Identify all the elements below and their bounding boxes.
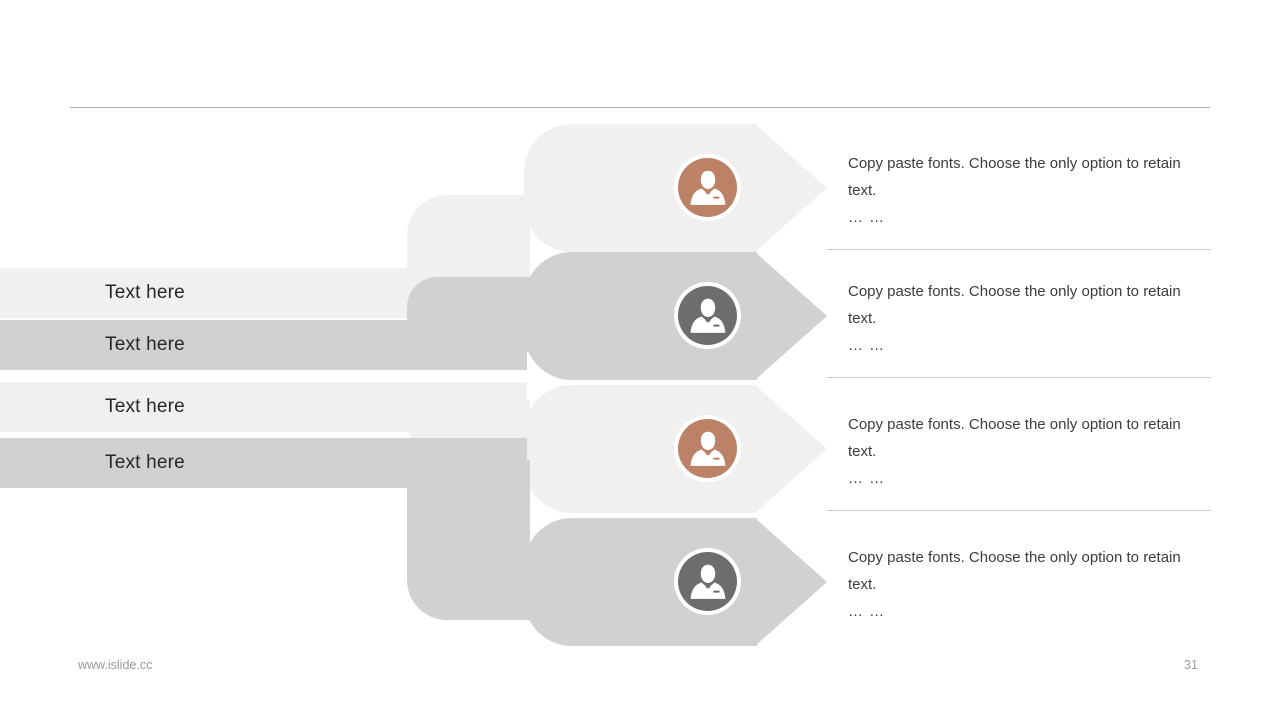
row-label: Text here: [105, 282, 185, 303]
page-number: 31: [1184, 658, 1198, 672]
arrow-tip: [755, 252, 827, 380]
description-line: text.: [848, 310, 877, 327]
person-icon: [690, 431, 725, 466]
description-line: … …: [848, 337, 886, 354]
description-line: Copy paste fonts. Choose the only option…: [848, 283, 1181, 300]
description-line: … …: [848, 603, 886, 620]
arrow-tip: [755, 124, 827, 252]
description-block: Copy paste fonts. Choose the only option…: [848, 150, 1181, 231]
row-separator-line: [827, 377, 1211, 378]
description-line: text.: [848, 182, 877, 199]
description-line: … …: [848, 209, 886, 226]
description-block: Copy paste fonts. Choose the only option…: [848, 411, 1181, 492]
description-line: text.: [848, 443, 877, 460]
top-divider-line: [70, 107, 1210, 108]
row-separator-line: [827, 249, 1211, 250]
description-line: Copy paste fonts. Choose the only option…: [848, 416, 1181, 433]
row-label: Text here: [105, 396, 185, 417]
avatar: [674, 548, 741, 615]
arrow-tip: [755, 518, 827, 646]
row-label: Text here: [105, 334, 185, 355]
avatar: [674, 415, 741, 482]
description-block: Copy paste fonts. Choose the only option…: [848, 278, 1181, 359]
label-bar: Text here: [0, 382, 527, 432]
description-line: Copy paste fonts. Choose the only option…: [848, 549, 1181, 566]
description-line: Copy paste fonts. Choose the only option…: [848, 155, 1181, 172]
description-line: … …: [848, 470, 886, 487]
label-bar: Text here: [0, 320, 527, 370]
avatar: [674, 282, 741, 349]
arrow-tip: [755, 385, 827, 513]
label-bar: Text here: [0, 438, 527, 488]
person-icon: [690, 564, 725, 599]
avatar: [674, 154, 741, 221]
person-icon: [690, 298, 725, 333]
row-label: Text here: [105, 452, 185, 473]
footer-website: www.islide.cc: [78, 658, 153, 672]
description-block: Copy paste fonts. Choose the only option…: [848, 544, 1181, 625]
row-separator-line: [827, 510, 1211, 511]
person-icon: [690, 170, 725, 205]
description-line: text.: [848, 576, 877, 593]
